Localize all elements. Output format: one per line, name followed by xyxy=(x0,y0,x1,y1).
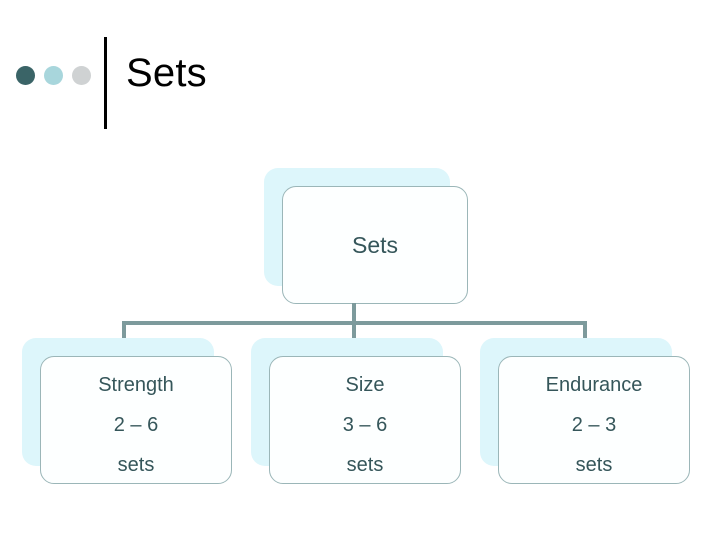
title-bullet-decoration xyxy=(16,66,98,88)
node-leaf-title: Size xyxy=(345,374,385,396)
node-leaf-content: Endurance 2 – 3 sets xyxy=(498,356,690,484)
bullet-dot-dark-icon xyxy=(16,66,35,85)
node-leaf-size[interactable]: Size 3 – 6 sets xyxy=(251,338,461,484)
page-title: Sets xyxy=(126,51,207,95)
node-root-label: Sets xyxy=(282,186,468,304)
bullet-dot-gray-icon xyxy=(72,66,91,85)
node-leaf-range: 3 – 6 xyxy=(342,414,388,436)
node-leaf-content: Strength 2 – 6 sets xyxy=(40,356,232,484)
node-leaf-unit: sets xyxy=(117,454,155,476)
connector-stem xyxy=(352,303,356,325)
node-leaf-range: 2 – 6 xyxy=(113,414,159,436)
node-leaf-unit: sets xyxy=(575,454,613,476)
bullet-dot-teal-icon xyxy=(44,66,63,85)
node-leaf-range: 2 – 3 xyxy=(571,414,617,436)
node-leaf-unit: sets xyxy=(346,454,384,476)
node-leaf-endurance[interactable]: Endurance 2 – 3 sets xyxy=(480,338,690,484)
node-leaf-content: Size 3 – 6 sets xyxy=(269,356,461,484)
node-leaf-strength[interactable]: Strength 2 – 6 sets xyxy=(22,338,232,484)
node-root-sets[interactable]: Sets xyxy=(264,168,468,304)
node-leaf-title: Endurance xyxy=(545,374,643,396)
title-divider-rule xyxy=(104,37,107,129)
node-leaf-title: Strength xyxy=(98,374,174,396)
